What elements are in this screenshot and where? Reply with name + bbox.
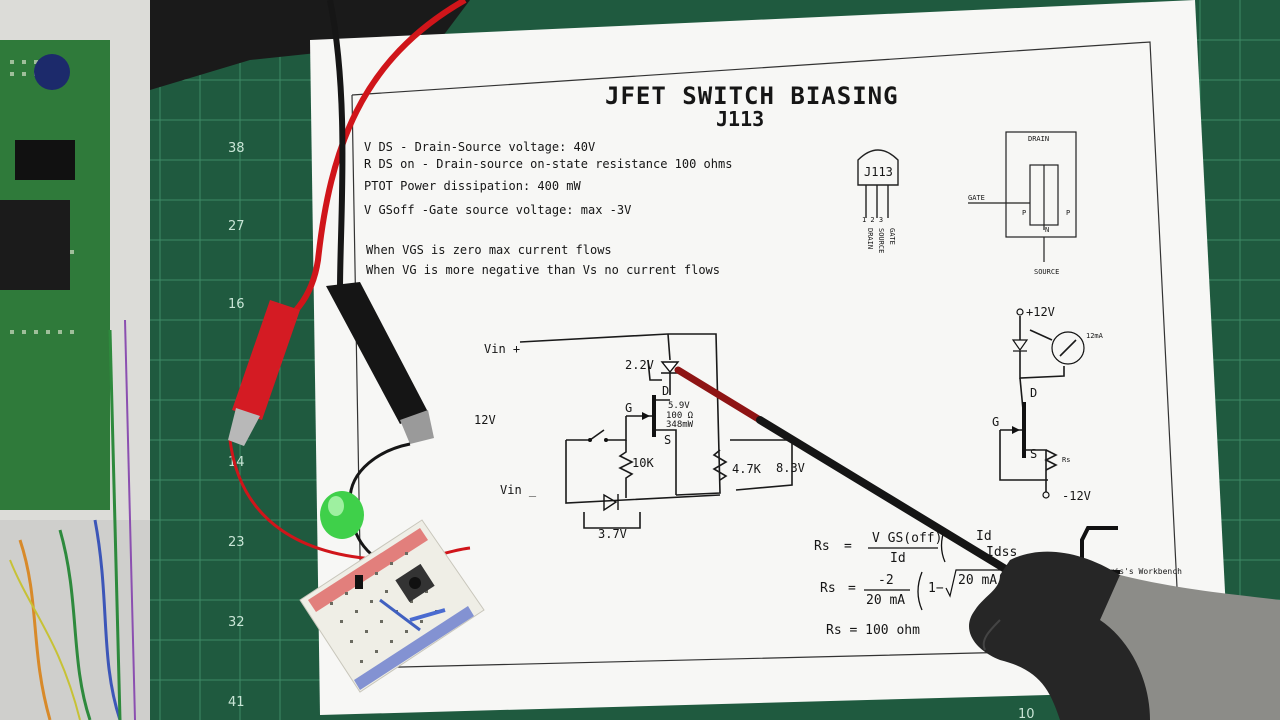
pin-numbers: 1 2 3 [862,216,883,224]
spec-line: V DS - Drain-Source voltage: 40V [364,140,595,154]
label-diode-voltage: 3.7V [598,527,627,541]
mat-number: 38 [228,141,245,156]
label-source: SOURCE [1034,268,1059,276]
label-led-drop: 2.2V [625,358,654,372]
mat-numbers: 38 27 16 14 23 32 41 10 [228,141,1035,720]
mat-number: 10 [1018,707,1035,720]
formula2-denominator: 20 mA [866,593,905,608]
label-jfet-power: 348mW [666,420,694,430]
logo-text: Chris's Workbench [1100,567,1182,576]
paper-sheet [310,0,1230,715]
label-gate-resistor: 10K [632,456,654,470]
label-vin-plus: Vin + [484,342,520,356]
to92-package-drawing: J113 1 2 3 DRAIN SOURCE GATE [857,149,899,253]
formula1-frac-num: Id [976,529,992,544]
formula1-frac-den: Idss [986,545,1017,560]
pin-label-drain: DRAIN [866,228,874,249]
label-p-right: P [1066,209,1070,217]
label-rs: Rs [1062,456,1070,464]
formula1-numerator: V GS(off) [872,531,942,546]
pin-label-source: SOURCE [877,228,885,253]
label-meter: 12mA [1086,332,1104,340]
formula3: Rs = 100 ohm [826,623,920,638]
note-line: When VG is more negative than Vs no curr… [366,263,720,277]
formula-block: Rs = V GS(off) Id Id Idss Rs = -2 20 mA … [814,527,1017,638]
label-gate-g: G [625,401,632,415]
label-gate: GATE [968,194,985,202]
gloved-hand [969,551,1280,720]
label-c2-gate: G [992,415,999,429]
dark-device [150,0,470,90]
label-supply: 12V [474,413,496,427]
label-n: N [1045,226,1049,234]
label-jfet-voltage: 5.9V [668,401,690,411]
pointer-stick [674,366,1044,594]
spec-line: V GSoff -Gate source voltage: max -3V [364,203,631,217]
red-test-lead [228,0,471,562]
mat-number: 41 [228,695,245,710]
spec-line: PTOT Power dissipation: 400 mW [364,179,582,193]
mat-number: 23 [228,535,245,550]
label-plus-12v: +12V [1026,305,1055,319]
spec-list: V DS - Drain-Source voltage: 40V R DS on… [364,140,732,277]
formula1-eq: = [844,539,852,554]
package-label: J113 [864,165,893,179]
label-source-s: S [664,433,671,447]
mini-breadboard [299,519,485,693]
label-p-left: P [1022,209,1026,217]
label-jfet-resistance: 100 Ω [666,411,694,421]
green-led [320,491,364,539]
spec-line: R DS on - Drain-source on-state resistan… [364,157,732,171]
note-line: When VGS is zero max current flows [366,243,612,257]
formula1-lhs: Rs [814,539,830,554]
label-drain: DRAIN [1028,135,1049,143]
pin-label-gate: GATE [888,228,896,245]
part-number: J113 [716,107,764,131]
label-c2-source: S [1030,447,1037,461]
jfet-structure-diagram: DRAIN GATE P P N SOURCE [968,131,1077,276]
formula2-numerator: -2 [878,573,894,588]
formula2-sqrt-num: 20 mA [958,573,997,588]
mat-number: 16 [228,297,245,312]
label-c2-drain: D [1030,386,1037,400]
formula1-denominator: Id [890,551,906,566]
formula2-eq: = [848,581,856,596]
left-breadboards [0,0,150,720]
label-minus-12v: -12V [1062,489,1091,503]
svg-text:1−: 1− [928,581,944,596]
source-resistor-circuit: +12V 12mA D G S Rs -12V [992,305,1104,503]
label-drain-d: D [662,384,669,398]
label-vin-minus: Vin _ [500,483,537,497]
formula2-lhs: Rs [820,581,836,596]
label-load-voltage: 8.3V [776,461,805,475]
mat-number: 32 [228,615,245,630]
mat-number: 27 [228,219,245,234]
switch-schematic: Vin + Vin _ 12V 2.2V D G S 5.9V 100 Ω 34… [474,333,805,541]
label-load-resistor: 4.7K [732,462,762,476]
document-title: JFET SWITCH BIASING [605,82,899,110]
